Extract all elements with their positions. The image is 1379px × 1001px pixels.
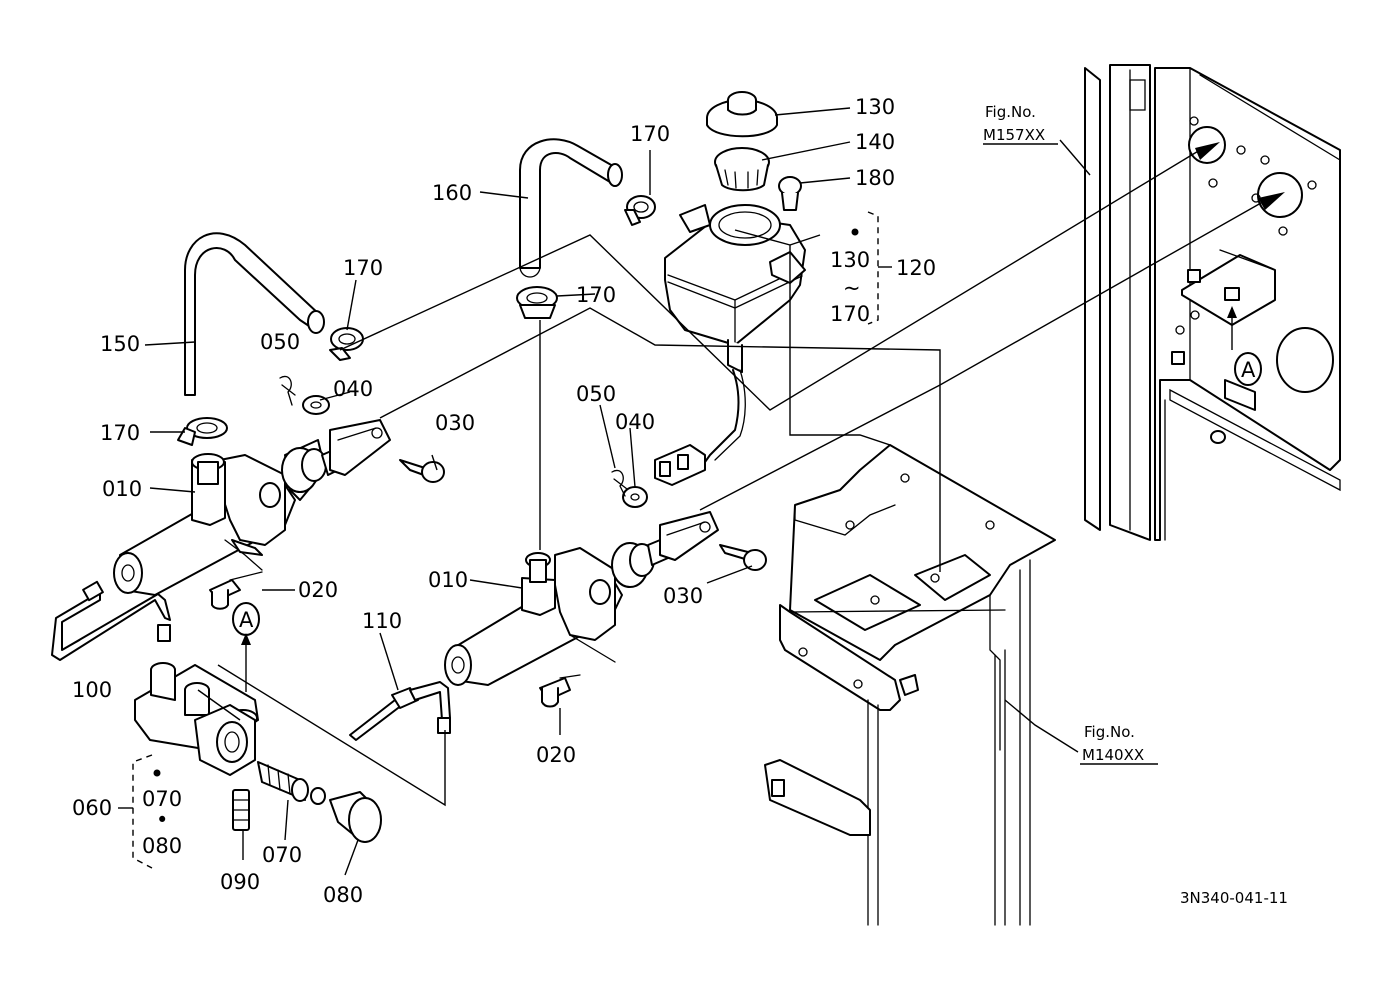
- callout-160: 160: [432, 181, 472, 205]
- callout-120: 120: [896, 256, 936, 280]
- callout-110: 110: [362, 609, 402, 633]
- callout-050-a: 050: [260, 330, 300, 354]
- view-marker-a-2: A: [1241, 358, 1256, 382]
- hose-clamps: [177, 195, 656, 446]
- dot-separator: •: [156, 808, 168, 832]
- fig-ref-top-line2: M157XX: [983, 126, 1045, 144]
- callout-080-b: 080: [323, 883, 363, 907]
- callout-170-b: 170: [343, 256, 383, 280]
- callout-060: 060: [72, 796, 112, 820]
- callout-150: 150: [100, 332, 140, 356]
- callout-050-b: 050: [576, 382, 616, 406]
- part-number-labels: 130 140 180 130 ~ 170 120 170 160 170 17…: [72, 95, 936, 907]
- callout-140: 140: [855, 130, 895, 154]
- callout-130-a: 130: [855, 95, 895, 119]
- callout-170-c: 170: [576, 283, 616, 307]
- view-markers: A A: [232, 306, 1262, 692]
- callout-070-b: 070: [262, 843, 302, 867]
- assembly-lines: [197, 142, 1285, 807]
- callout-080-a: 080: [142, 834, 182, 858]
- callout-180: 180: [855, 166, 895, 190]
- callout-030-b: 030: [663, 584, 703, 608]
- cap-and-filter: [706, 91, 802, 211]
- figure-code: 3N340-041-11: [1180, 889, 1288, 907]
- range-tilde: ~: [843, 276, 861, 300]
- callout-100: 100: [72, 678, 112, 702]
- fig-ref-bottom-line2: M140XX: [1082, 746, 1144, 764]
- callout-010-b: 010: [428, 568, 468, 592]
- master-cylinder-1: [113, 419, 391, 596]
- callout-090: 090: [220, 870, 260, 894]
- callout-130-b: 130: [830, 248, 870, 272]
- brake-pipes: [51, 580, 451, 741]
- frame-panel: [1084, 64, 1341, 541]
- callout-040-b: 040: [615, 410, 655, 434]
- callout-070-a: 070: [142, 787, 182, 811]
- callout-020-a: 020: [298, 578, 338, 602]
- view-marker-a-1: A: [239, 608, 254, 632]
- fig-ref-bottom-line1: Fig.No.: [1084, 723, 1135, 741]
- callout-030-a: 030: [435, 411, 475, 435]
- figure-references: Fig.No. M157XX Fig.No. M140XX: [983, 103, 1158, 765]
- pins-washers-clips: [279, 375, 767, 571]
- group-brackets: [118, 211, 892, 869]
- reservoir-tank: [654, 204, 806, 486]
- bolts: [209, 571, 581, 708]
- callout-170-range: 170: [830, 302, 870, 326]
- callout-170-d: 170: [100, 421, 140, 445]
- hoses: [184, 138, 623, 396]
- callout-010-a: 010: [102, 477, 142, 501]
- master-cylinder-2: [444, 511, 719, 686]
- mounting-bracket: [764, 444, 1056, 926]
- fig-ref-top-line1: Fig.No.: [985, 103, 1036, 121]
- callout-020-b: 020: [536, 743, 576, 767]
- callout-leaders: [61, 107, 1091, 876]
- callout-170-a: 170: [630, 122, 670, 146]
- callout-040-a: 040: [333, 377, 373, 401]
